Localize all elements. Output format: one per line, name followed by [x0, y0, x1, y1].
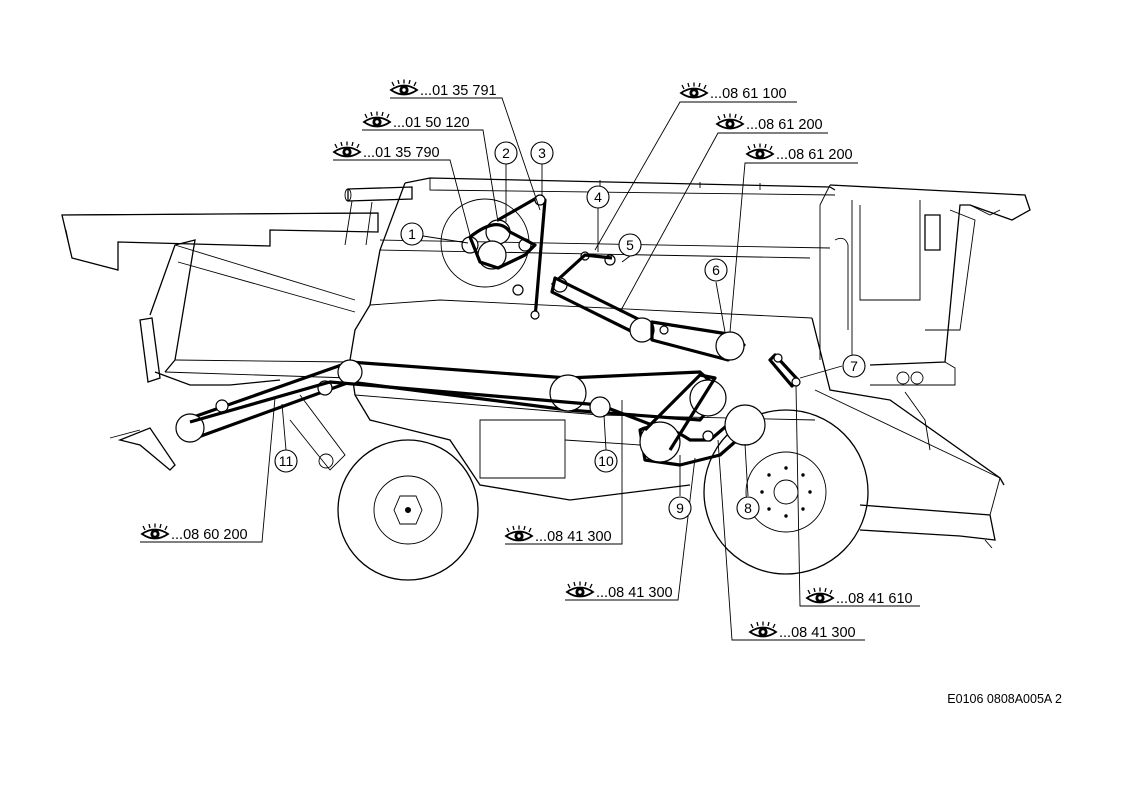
callout-label: 4 — [594, 189, 602, 205]
callout-label: 8 — [744, 500, 752, 516]
reference-text: ...01 35 791 — [420, 83, 497, 99]
callout-7: 7 — [842, 354, 866, 378]
callout-label: 10 — [598, 453, 614, 469]
combine-body — [61, 177, 1031, 581]
reference-text: ...08 41 610 — [836, 591, 913, 607]
eye-icon — [333, 140, 361, 158]
reference-08-41-300-c: ...08 41 300 — [749, 620, 856, 641]
reference-text: ...08 41 300 — [596, 585, 673, 601]
reference-text: ...01 35 790 — [363, 145, 440, 161]
eye-icon — [716, 112, 744, 130]
eye-icon — [746, 142, 774, 160]
callout-4: 4 — [586, 185, 610, 209]
reference-text: ...08 60 200 — [171, 527, 248, 543]
reference-text: ...08 41 300 — [779, 625, 856, 641]
callout-3: 3 — [530, 141, 554, 165]
reference-08-60-200: ...08 60 200 — [141, 522, 248, 543]
callout-9: 9 — [668, 496, 692, 520]
callout-1: 1 — [400, 222, 424, 246]
callout-6: 6 — [704, 258, 728, 282]
reference-text: ...01 50 120 — [393, 115, 470, 131]
callout-10: 10 — [594, 449, 618, 473]
eye-icon — [749, 620, 777, 638]
reference-text: ...08 61 100 — [710, 86, 787, 102]
reference-08-41-610: ...08 41 610 — [806, 586, 913, 607]
reference-08-61-200-a: ...08 61 200 — [716, 112, 823, 133]
callout-5: 5 — [618, 233, 642, 257]
eye-icon — [566, 580, 594, 598]
callout-label: 5 — [626, 237, 634, 253]
callout-label: 9 — [676, 500, 684, 516]
reference-01-35-790: ...01 35 790 — [333, 140, 440, 161]
reference-08-61-200-b: ...08 61 200 — [746, 142, 853, 163]
callout-8: 8 — [736, 496, 760, 520]
callout-label: 2 — [502, 145, 510, 161]
callout-2: 2 — [494, 141, 518, 165]
reference-text: ...08 41 300 — [535, 529, 612, 545]
callout-label: 11 — [279, 453, 294, 469]
callout-label: 1 — [408, 226, 416, 242]
figure-code: E0106 0808A005A 2 — [947, 692, 1062, 706]
eye-icon — [363, 110, 391, 128]
callout-label: 6 — [712, 262, 720, 278]
eye-icon — [390, 78, 418, 96]
leader-lines — [140, 97, 920, 641]
reference-08-41-300-a: ...08 41 300 — [505, 524, 612, 545]
reference-08-61-100: ...08 61 100 — [680, 81, 787, 102]
reference-text: ...08 61 200 — [746, 117, 823, 133]
callout-11: 11 — [274, 449, 298, 473]
reference-01-35-791: ...01 35 791 — [390, 78, 497, 99]
eye-icon — [505, 524, 533, 542]
reference-08-41-300-b: ...08 41 300 — [566, 580, 673, 601]
reference-01-50-120: ...01 50 120 — [363, 110, 470, 131]
belt-drives — [175, 194, 801, 467]
eye-icon — [680, 81, 708, 99]
eye-icon — [141, 522, 169, 540]
callout-label: 7 — [850, 358, 858, 374]
reference-text: ...08 61 200 — [776, 147, 853, 163]
eye-icon — [806, 586, 834, 604]
callout-label: 3 — [538, 145, 546, 161]
